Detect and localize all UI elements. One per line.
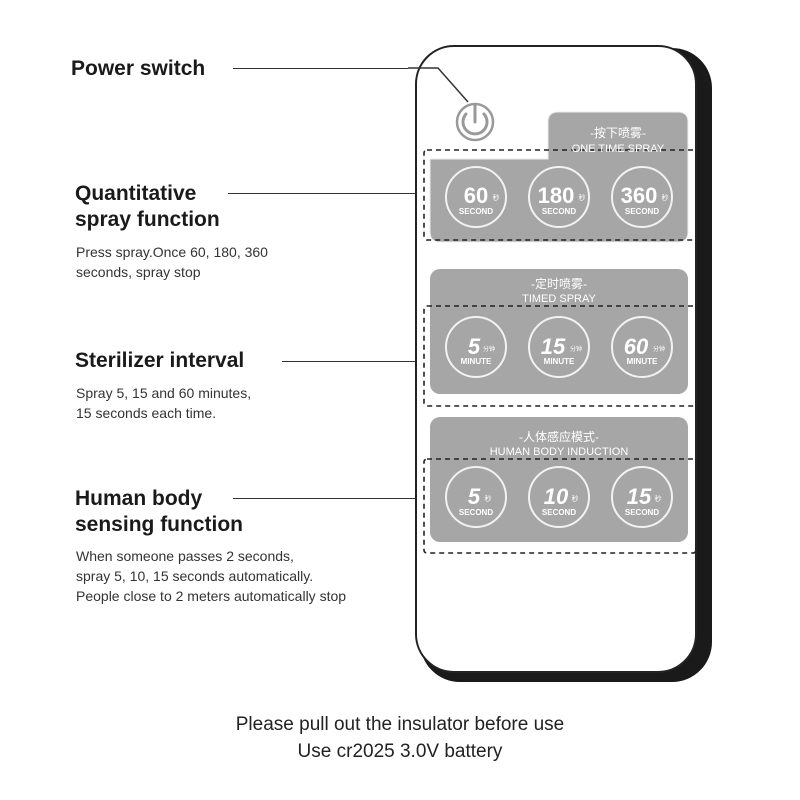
button-value: 10 xyxy=(544,484,569,509)
one-time-spray-label-cn: -按下喷雾- xyxy=(590,126,646,140)
one-time-spray-label-en: ONE TIME SPRAY xyxy=(572,143,665,155)
interval-15-minute-button[interactable]: 15 分钟 MINUTE xyxy=(528,316,590,378)
button-unit: MINUTE xyxy=(544,357,575,366)
quantitative-spray-title: Quantitative spray function xyxy=(75,182,220,231)
quantitative-spray-leader-line xyxy=(228,193,421,194)
button-value: 5 xyxy=(468,334,481,359)
button-unit-cn: 分钟 xyxy=(570,345,582,353)
button-value: 60 xyxy=(464,183,488,208)
timed-spray-label-en: TIMED SPRAY xyxy=(522,293,596,305)
power-button[interactable] xyxy=(455,102,495,142)
button-value: 15 xyxy=(627,484,652,509)
sensing-15-second-button[interactable]: 15 秒 SECOND xyxy=(611,466,673,528)
button-unit: SECOND xyxy=(459,207,493,216)
sterilizer-interval-description: Spray 5, 15 and 60 minutes, 15 seconds e… xyxy=(76,385,252,421)
button-unit-cn: 分钟 xyxy=(483,345,495,353)
button-unit-cn: 秒 xyxy=(662,193,669,202)
button-unit-cn: 秒 xyxy=(579,193,586,202)
button-unit: SECOND xyxy=(459,508,493,517)
button-value: 180 xyxy=(538,183,575,208)
spray-60-second-button[interactable]: 60 秒 SECOND xyxy=(445,166,507,228)
button-unit-cn: 秒 xyxy=(655,494,662,503)
power-switch-leader-line xyxy=(233,68,408,69)
sensing-10-second-button[interactable]: 10 秒 SECOND xyxy=(528,466,590,528)
interval-5-minute-button[interactable]: 5 分钟 MINUTE xyxy=(445,316,507,378)
button-unit-cn: 秒 xyxy=(493,193,500,202)
interval-60-minute-button[interactable]: 60 分钟 MINUTE xyxy=(611,316,673,378)
human-body-label-cn: -人体感应模式- xyxy=(519,429,599,444)
timed-spray-label-cn: -定时喷雾- xyxy=(531,276,587,291)
button-value: 60 xyxy=(624,334,649,359)
button-unit-cn: 分钟 xyxy=(653,345,665,353)
sterilizer-interval-leader-line xyxy=(282,361,421,362)
spray-180-second-button[interactable]: 180 秒 SECOND xyxy=(528,166,590,228)
button-value: 5 xyxy=(468,484,481,509)
button-value: 360 xyxy=(621,183,658,208)
button-unit: SECOND xyxy=(542,508,576,517)
spray-360-second-button[interactable]: 360 秒 SECOND xyxy=(611,166,673,228)
human-body-sensing-leader-line xyxy=(233,498,421,499)
button-unit: MINUTE xyxy=(461,357,492,366)
battery-note: Use cr2025 3.0V battery xyxy=(297,741,503,762)
button-unit: SECOND xyxy=(625,508,659,517)
power-leader-elbow xyxy=(408,67,469,103)
human-body-label-en: HUMAN BODY INDUCTION xyxy=(490,446,629,458)
insulator-note: Please pull out the insulator before use xyxy=(235,714,565,735)
button-unit-cn: 秒 xyxy=(572,494,579,503)
button-unit: MINUTE xyxy=(627,357,658,366)
human-body-sensing-description: When someone passes 2 seconds, spray 5, … xyxy=(76,548,347,604)
sterilizer-interval-title: Sterilizer interval xyxy=(75,349,245,372)
human-body-sensing-title: Human body sensing function xyxy=(75,487,243,536)
button-unit: SECOND xyxy=(625,207,659,216)
button-value: 15 xyxy=(541,334,566,359)
button-unit-cn: 秒 xyxy=(485,494,492,503)
power-switch-title: Power switch xyxy=(71,57,206,80)
button-unit: SECOND xyxy=(542,207,576,216)
quantitative-spray-description: Press spray.Once 60, 180, 360 seconds, s… xyxy=(76,244,268,280)
sensing-5-second-button[interactable]: 5 秒 SECOND xyxy=(445,466,507,528)
